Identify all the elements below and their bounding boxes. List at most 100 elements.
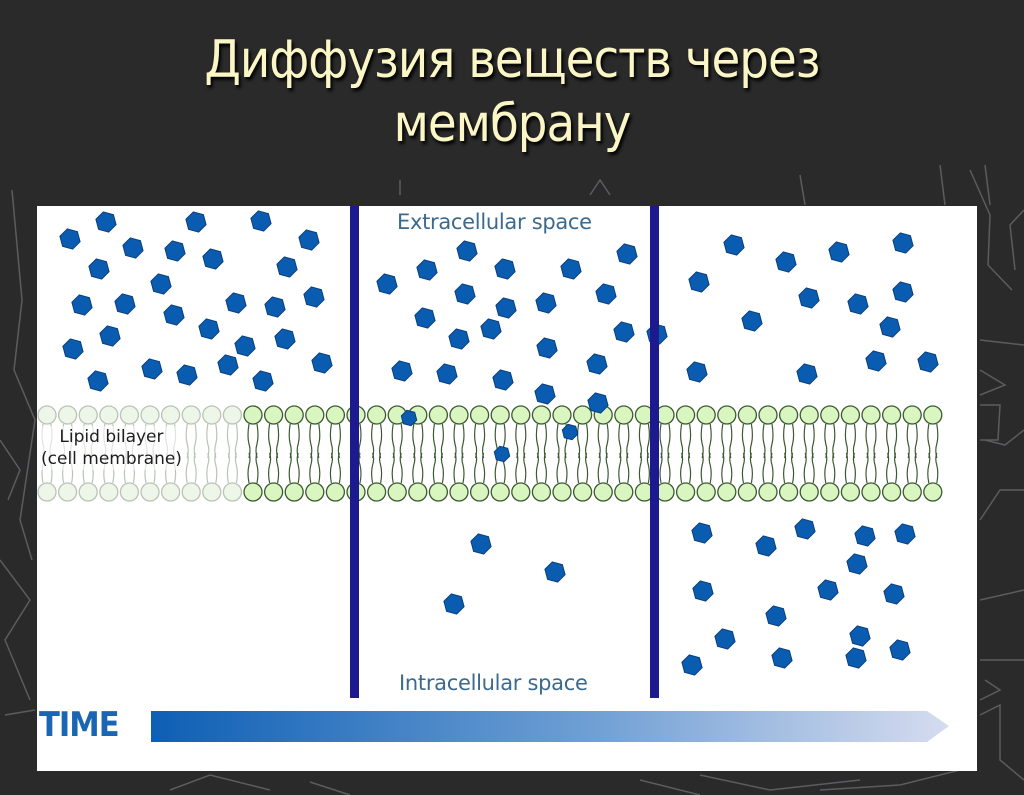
lipid-molecule xyxy=(511,405,531,502)
lipid-molecule xyxy=(614,405,634,502)
solute-molecule-outside xyxy=(775,251,797,273)
solute-molecule-inside xyxy=(771,647,793,669)
solute-molecule-inside xyxy=(794,518,816,540)
time-arrow xyxy=(151,711,949,742)
solute-molecule-outside xyxy=(114,293,136,315)
bilayer-label-line-2: (cell membrane) xyxy=(41,449,182,469)
solute-molecule-inside xyxy=(854,525,876,547)
solute-molecule-outside xyxy=(391,360,413,382)
solute-molecule-outside xyxy=(88,258,110,280)
lipid-molecule xyxy=(99,405,119,502)
solute-molecule-outside xyxy=(688,271,710,293)
solute-molecule-outside xyxy=(217,354,239,376)
solute-molecule-outside xyxy=(164,240,186,262)
solute-molecule-outside xyxy=(595,283,617,305)
solute-molecule-outside xyxy=(150,273,172,295)
lipid-molecule xyxy=(840,405,861,502)
solute-molecule-outside xyxy=(163,304,185,326)
lipid-molecule xyxy=(572,405,593,502)
solute-molecule-outside xyxy=(741,310,763,332)
solute-molecule-outside xyxy=(303,286,325,308)
lipid-molecule xyxy=(469,405,490,502)
lipid-molecule xyxy=(387,405,407,502)
solute-molecule-inside xyxy=(681,654,703,676)
lipid-molecule xyxy=(449,405,469,502)
solute-molecule-outside xyxy=(494,258,516,280)
solute-molecule-outside xyxy=(586,353,608,375)
lipid-molecule xyxy=(820,405,840,502)
solute-molecule-inside xyxy=(443,593,465,615)
lipid-molecule xyxy=(737,405,758,502)
lipid-molecule xyxy=(717,405,737,502)
solute-molecule-outside xyxy=(414,307,436,329)
solute-molecule-crossing xyxy=(493,445,511,463)
solute-molecule-outside xyxy=(616,243,638,265)
diagram-canvas xyxy=(37,206,949,742)
divider-1 xyxy=(350,206,359,698)
solute-molecule-outside xyxy=(234,335,256,357)
solute-molecule-outside xyxy=(176,364,198,386)
lipid-molecule xyxy=(408,405,428,502)
solute-molecule-outside xyxy=(534,383,556,405)
solute-molecule-outside xyxy=(723,234,745,256)
lipid-molecule xyxy=(675,405,696,502)
solute-molecule-inside xyxy=(883,583,905,605)
lipid-molecule xyxy=(758,405,778,502)
solute-molecule-outside xyxy=(535,292,557,314)
lipid-molecule xyxy=(119,405,140,502)
solute-molecule-crossing xyxy=(561,423,579,441)
solute-molecule-outside xyxy=(376,273,398,295)
solute-molecule-outside xyxy=(276,256,298,278)
lipid-molecule xyxy=(696,405,716,502)
solute-molecule-outside xyxy=(587,392,609,414)
lipid-molecule xyxy=(366,405,387,502)
solute-molecule-outside xyxy=(536,337,558,359)
bilayer-label-line-1: Lipid bilayer xyxy=(59,427,164,447)
title-line-2: мембрану xyxy=(393,94,632,154)
solute-molecule-outside xyxy=(298,229,320,251)
solute-molecule-outside xyxy=(59,228,81,250)
solute-molecule-outside xyxy=(865,350,887,372)
solute-molecule-outside xyxy=(185,211,207,233)
solute-molecule-outside xyxy=(264,296,286,318)
solute-molecule-inside xyxy=(755,535,777,557)
solute-molecule-outside xyxy=(879,316,901,338)
solute-molecule-outside xyxy=(95,211,117,233)
solute-molecule-outside xyxy=(122,237,144,259)
solute-molecule-outside xyxy=(492,369,514,391)
solute-molecule-outside xyxy=(252,370,274,392)
lipid-molecule xyxy=(799,405,819,502)
solute-molecule-outside xyxy=(892,281,914,303)
solute-molecule-inside xyxy=(691,522,713,544)
solute-molecule-inside xyxy=(845,647,867,669)
lipid-molecule xyxy=(531,405,552,502)
lipid-molecule xyxy=(593,405,613,502)
lipid-molecule xyxy=(861,405,881,502)
lipid-molecule xyxy=(634,405,655,502)
solute-molecule-inside xyxy=(846,553,868,575)
lipid-molecule xyxy=(923,405,943,502)
solute-molecule-outside xyxy=(250,210,272,232)
solute-molecule-outside xyxy=(917,351,939,373)
divider-2 xyxy=(650,206,659,698)
lipid-molecule xyxy=(881,405,902,502)
title-line-1: Диффузия веществ через xyxy=(204,30,820,90)
time-label: TIME xyxy=(39,705,120,745)
solute-molecule-outside xyxy=(436,363,458,385)
solute-molecule-inside xyxy=(894,523,916,545)
solute-molecule-inside xyxy=(817,579,839,601)
lipid-molecule xyxy=(243,405,263,502)
slide-title: Диффузия веществ через мембрану xyxy=(0,28,1024,156)
solute-molecule-outside xyxy=(416,259,438,281)
extracellular-space-label: Extracellular space xyxy=(397,210,592,234)
solute-molecule-outside xyxy=(87,370,109,392)
solute-molecule-outside xyxy=(828,241,850,263)
intracellular-space-label: Intracellular space xyxy=(399,671,588,695)
solute-molecule-inside xyxy=(765,605,787,627)
solute-molecule-outside xyxy=(274,328,296,350)
solute-molecule-inside xyxy=(849,625,871,647)
solute-molecule-outside xyxy=(198,318,220,340)
solute-molecule-outside xyxy=(560,258,582,280)
solute-molecule-outside xyxy=(892,232,914,254)
